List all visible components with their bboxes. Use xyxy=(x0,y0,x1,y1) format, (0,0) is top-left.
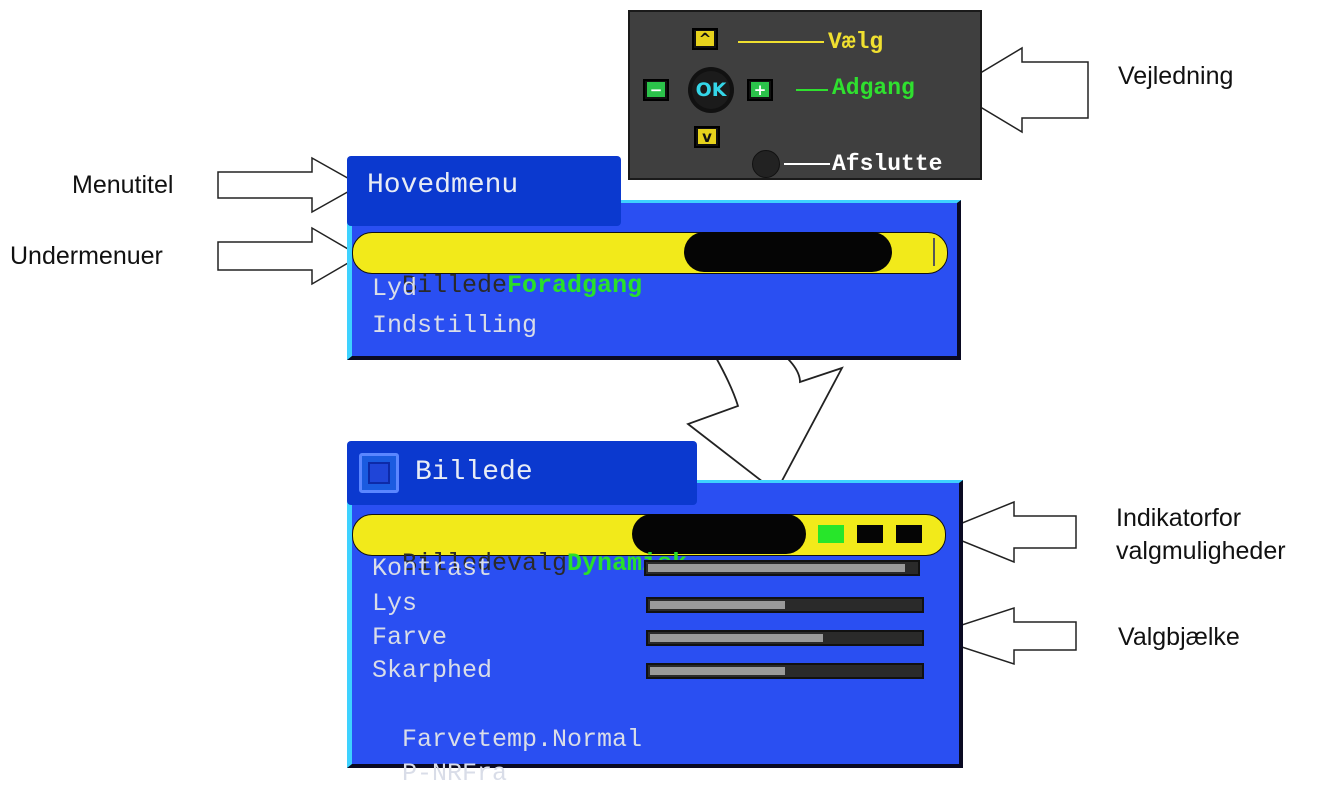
main-menu-title: Hovedmenu xyxy=(367,170,519,201)
kontrast-slider-fill xyxy=(648,564,905,572)
vejledning-arrow xyxy=(950,46,1089,134)
vejledning-label: Vejledning xyxy=(1118,62,1234,90)
access-guide-label: Adgang xyxy=(832,75,915,101)
picture-icon xyxy=(359,453,399,493)
minus-key[interactable]: − xyxy=(643,79,669,101)
picture-menu-value-pill xyxy=(632,514,806,554)
skarphed-label: Skarphed xyxy=(372,656,493,685)
pnr-label: P-NR xyxy=(402,759,463,788)
ok-key-label: OK xyxy=(692,71,730,109)
plus-icon: + xyxy=(751,82,769,99)
valgbjaelke-arrow xyxy=(925,606,1077,666)
pnr-value: Fra xyxy=(462,759,508,788)
picture-menu-title: Billede xyxy=(415,457,533,488)
option-indicator-2 xyxy=(857,525,883,543)
skarphed-slider-fill xyxy=(650,667,785,675)
remote-guide-panel xyxy=(628,10,982,180)
farve-label: Farve xyxy=(372,623,448,652)
lys-slider[interactable] xyxy=(646,597,924,613)
option-indicator-3 xyxy=(896,525,922,543)
undermenuer-label: Undermenuer xyxy=(10,242,163,270)
farve-slider[interactable] xyxy=(646,630,924,646)
kontrast-label: Kontrast xyxy=(372,554,493,583)
billedevalg-label: Billedevalg xyxy=(402,549,568,578)
select-guide-line xyxy=(738,41,824,43)
up-arrow-icon: ^ xyxy=(696,31,714,48)
plus-key[interactable]: + xyxy=(747,79,773,101)
skarphed-slider[interactable] xyxy=(646,663,924,679)
down-key[interactable]: v xyxy=(694,126,720,148)
picture-menu-title-tab: Billede xyxy=(347,441,697,505)
farve-slider-fill xyxy=(650,634,823,642)
indikator-label-line1: Indikatorfor xyxy=(1116,504,1242,532)
farvetemp-item[interactable]: Farvetemp.Normal xyxy=(372,695,642,755)
pnr-item[interactable]: P-NRFra xyxy=(372,729,507,789)
selection-end-marker xyxy=(933,238,935,266)
lys-slider-fill xyxy=(650,601,785,609)
menutitel-label: Menutitel xyxy=(72,171,174,199)
up-key[interactable]: ^ xyxy=(692,28,718,50)
main-menu-item-lyd[interactable]: Lyd xyxy=(372,274,418,303)
access-guide-line xyxy=(796,89,828,91)
indikator-label-line2: valgmuligheder xyxy=(1116,537,1286,565)
down-arrow-icon: v xyxy=(698,129,716,146)
indikator-arrow xyxy=(938,500,1077,564)
undermenuer-arrow xyxy=(217,226,362,286)
exit-guide-label: Afslutte xyxy=(832,151,943,177)
main-menu-item-indstilling[interactable]: Indstilling xyxy=(372,311,538,340)
menutitel-arrow xyxy=(217,156,362,214)
option-indicator-1 xyxy=(818,525,844,543)
main-menu-title-tab: Hovedmenu xyxy=(347,156,621,226)
main-menu-value-pill xyxy=(684,232,892,272)
kontrast-slider[interactable] xyxy=(644,560,920,576)
farvetemp-label: Farvetemp. xyxy=(402,725,553,754)
ok-key[interactable]: OK xyxy=(688,67,734,113)
exit-guide-line xyxy=(784,163,830,165)
select-guide-label: Vælg xyxy=(828,29,884,55)
main-menu-item-billede-row[interactable]: BilledeForadgang xyxy=(372,241,642,301)
main-menu-panel xyxy=(347,200,961,360)
main-menu-item-value: Foradgang xyxy=(507,271,643,300)
valgbjaelke-label: Valgbjælke xyxy=(1118,623,1240,651)
farvetemp-value: Normal xyxy=(552,725,643,754)
minus-icon: − xyxy=(647,82,665,99)
exit-key-icon[interactable] xyxy=(752,150,780,178)
lys-label: Lys xyxy=(372,589,418,618)
main-menu-item-label: Billede xyxy=(402,271,508,300)
